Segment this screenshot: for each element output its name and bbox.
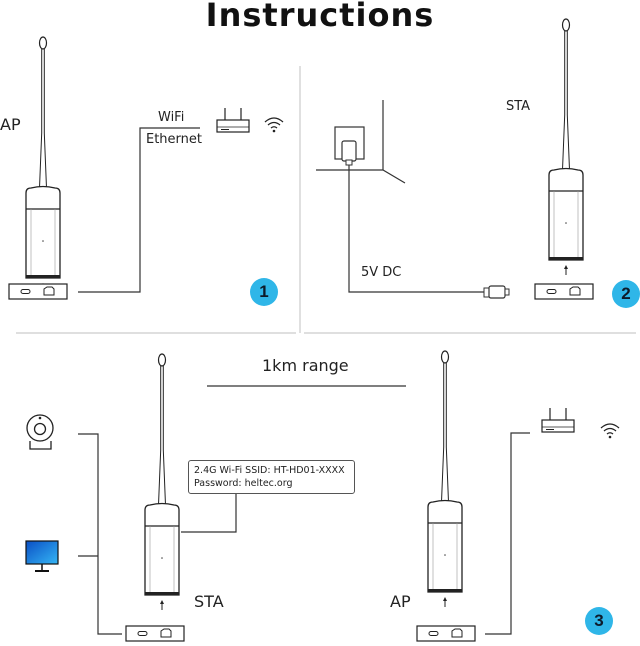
panel2-sta-device-icon	[548, 18, 584, 276]
step-badge-2: 2	[612, 280, 640, 308]
wifi-password-text: Password: heltec.org	[194, 478, 293, 489]
panel3-right-cable	[485, 432, 530, 635]
panel3-sta-device-icon	[144, 353, 180, 611]
panel2-power-outlet-icon	[334, 126, 365, 166]
panel2-power-label: 5V DC	[361, 265, 402, 280]
panel3-left-adapter-board-icon	[125, 625, 185, 642]
panel3-ap-device-icon	[427, 350, 463, 608]
panel3-wifi-icon	[600, 423, 620, 439]
panel3-monitor-icon	[25, 540, 59, 572]
panel3-range-label: 1km range	[262, 356, 349, 375]
wifi-credentials-box: 2.4G Wi-Fi SSID: HT-HD01-XXXX Password: …	[188, 460, 355, 494]
panel3-router-icon	[541, 407, 575, 433]
panel1-ethernet-label: Ethernet	[146, 132, 202, 147]
panel2-power-cable	[348, 165, 484, 293]
panel2-sta-label: STA	[506, 99, 531, 114]
panel1-router-icon	[216, 107, 250, 133]
panel3-ap-label: AP	[390, 592, 411, 611]
panel1-ap-label: AP	[0, 115, 21, 134]
panel3-left-cable	[78, 433, 122, 635]
panel1-ap-device-icon	[25, 36, 61, 294]
page-title: Instructions	[205, 0, 435, 34]
panel1-wifi-label: WiFi	[158, 110, 185, 125]
panel2-usb-c-plug-icon	[483, 285, 510, 299]
panel1-wifi-icon	[264, 117, 284, 133]
panel2-adapter-board-icon	[534, 283, 594, 300]
step-badge-3: 3	[585, 607, 613, 635]
wifi-ssid-text: 2.4G Wi-Fi SSID: HT-HD01-XXXX	[194, 465, 345, 476]
panel3-webcam-icon	[26, 414, 54, 450]
panel3-info-pointer	[181, 494, 237, 533]
panel3-sta-label: STA	[194, 592, 224, 611]
step-badge-1: 1	[250, 278, 278, 306]
panel2-wall-corner	[316, 169, 406, 184]
panel1-adapter-board-icon	[8, 283, 68, 300]
panel3-right-adapter-board-icon	[416, 625, 476, 642]
panel1-ethernet-cable	[78, 127, 200, 293]
